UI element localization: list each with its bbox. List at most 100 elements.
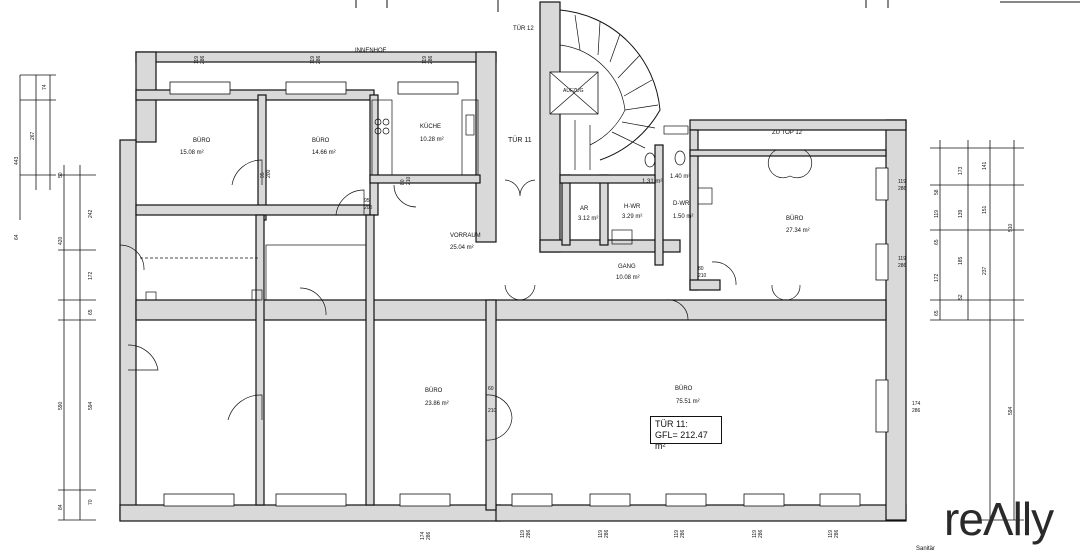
svg-text:119: 119 [898,256,906,262]
svg-text:119: 119 [520,530,526,538]
svg-text:594: 594 [88,401,94,410]
dwr-area: 1.50 m² [673,214,693,220]
svg-text:286: 286 [834,529,840,538]
svg-text:119: 119 [598,530,604,538]
svg-text:286: 286 [426,531,432,540]
gfl-line1: TÜR 11: [655,419,688,429]
caption-text: Sanitär [916,546,936,552]
svg-text:210: 210 [698,273,707,279]
svg-text:119: 119 [828,530,834,538]
svg-text:286: 286 [680,529,686,538]
svg-text:139: 139 [958,209,964,218]
svg-text:80: 80 [698,266,704,272]
kueche-area: 10.28 m² [420,137,444,143]
buero4-label: BÜRO [675,385,693,392]
svg-text:200: 200 [266,169,272,178]
svg-text:286: 286 [200,55,206,64]
really-logo: reΛlly [944,493,1054,545]
buero2-area: 14.66 m² [312,150,336,156]
aufzug-label: AUFZUG [563,88,584,94]
buero3-area: 23.86 m² [425,401,449,407]
svg-text:119: 119 [194,56,200,64]
svg-text:286: 286 [898,186,907,192]
svg-text:64: 64 [14,234,20,240]
vorraum-area: 25.04 m² [450,245,474,251]
interior-walls [135,89,887,511]
gfl-box: TÜR 11: GFL= 212.47 m² [650,416,722,451]
kitchen-fixtures [371,99,479,176]
svg-text:286: 286 [316,55,322,64]
svg-text:65: 65 [88,309,94,315]
svg-text:286: 286 [898,263,907,269]
svg-text:590: 590 [58,401,64,410]
hwr-label: H-WR [624,204,641,210]
outer-walls [119,1,907,522]
innenhof-label: INNENHOF [355,48,387,54]
windows-bottom [163,493,861,507]
svg-text:267: 267 [30,131,36,140]
sanitary-fixtures [611,125,713,245]
buero5-area: 27.34 m² [786,228,810,234]
svg-text:172: 172 [934,273,940,282]
gang-label: GANG [618,264,636,270]
svg-text:84: 84 [58,504,64,510]
svg-text:237: 237 [982,266,988,275]
svg-text:119: 119 [934,210,940,218]
svg-text:95: 95 [364,198,370,204]
ar-area: 3.12 m² [578,216,598,222]
doors [119,149,813,441]
svg-text:210: 210 [406,176,412,185]
buero3-label: BÜRO [425,387,443,394]
svg-text:174: 174 [912,401,921,407]
svg-text:286: 286 [526,529,532,538]
buero2-label: BÜRO [312,137,330,144]
svg-text:443: 443 [14,156,20,165]
zutop12-label: ZU TOP 12 [772,130,803,136]
wc2-area: 1.40 m² [670,174,690,180]
windows-top [169,81,459,95]
svg-text:200: 200 [364,205,373,211]
svg-text:286: 286 [758,529,764,538]
wc1-area: 1.31 m² [642,179,662,185]
svg-text:286: 286 [604,529,610,538]
svg-text:52: 52 [958,294,964,300]
svg-text:173: 173 [958,166,964,175]
svg-text:151: 151 [982,205,988,214]
dim-left [19,74,96,521]
svg-text:80: 80 [400,179,406,185]
buero1-label: BÜRO [193,137,211,144]
dim-right-labels: 173 141 58 119 139 151 510 185 65 237 17… [934,161,1014,415]
svg-text:74: 74 [42,84,48,90]
staircase [549,9,661,170]
svg-text:119: 119 [898,179,906,185]
dim-left-labels: 74 267 443 50 242 420 172 65 590 594 84 … [14,84,94,510]
svg-text:185: 185 [958,256,964,265]
kueche-label: KÜCHE [420,123,441,130]
svg-text:286: 286 [428,55,434,64]
hwr-area: 3.29 m² [622,214,642,220]
dwr-label: D-WR [673,201,690,207]
opening-labels: 119 286 119 286 119 286 119 286 119 286 … [194,55,921,540]
svg-text:420: 420 [58,236,64,245]
svg-text:65: 65 [934,310,940,316]
svg-text:510: 510 [1008,223,1014,232]
svg-text:119: 119 [752,530,758,538]
buero4-area: 75.51 m² [676,399,700,405]
svg-text:174: 174 [420,531,426,540]
buero5-label: BÜRO [786,215,804,222]
ar-label: AR [580,206,589,212]
windows-right [875,167,889,433]
svg-text:286: 286 [912,408,921,414]
svg-text:242: 242 [88,209,94,218]
svg-text:50: 50 [58,172,64,178]
svg-text:210: 210 [488,408,497,414]
svg-text:70: 70 [88,499,94,505]
tuer12-label: TÜR 12 [513,25,534,32]
tuer11-label: TÜR 11 [508,136,532,144]
svg-text:119: 119 [310,56,316,64]
svg-text:95: 95 [260,172,266,178]
gfl-line2: GFL= 212.47 m² [655,430,708,451]
svg-text:65: 65 [934,239,940,245]
svg-text:60: 60 [488,386,494,392]
svg-text:141: 141 [982,161,988,170]
